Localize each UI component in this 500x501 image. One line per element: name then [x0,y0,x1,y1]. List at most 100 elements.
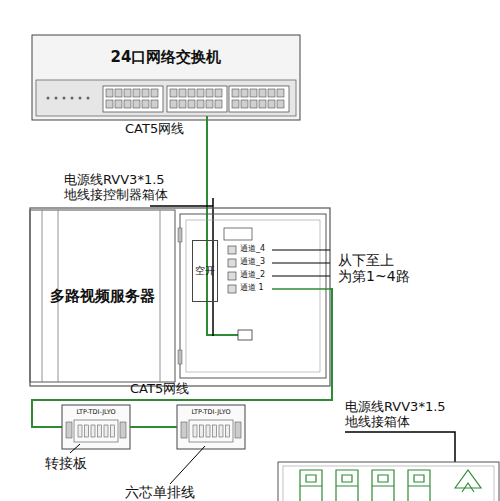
line-shape [70,444,80,453]
rect-shape [228,259,236,267]
adapter-boards [62,405,245,449]
rect-shape [181,422,187,438]
rect-shape [232,89,239,97]
adapter-board: LTP-TDI-JLYO [177,405,245,419]
cat5-wire [207,116,238,335]
rect-shape [85,425,89,437]
g-shape [66,422,241,438]
node-text: 空开 [195,264,215,278]
leader-line [150,205,213,207]
g-shape [300,470,430,501]
path-shape [300,470,322,501]
rect-shape [115,100,122,108]
rect-shape [178,228,182,242]
rect-shape [224,228,252,240]
rect-shape [91,425,95,437]
rect-shape [235,422,241,438]
rect-shape [241,89,248,97]
rect-shape [98,425,102,437]
rect-shape [278,462,499,501]
rect-shape [188,89,195,97]
adapter-board: LTP-TDI-JLYO [62,405,130,419]
rect-shape [228,285,236,293]
rect-shape [106,89,113,97]
rect-shape [74,420,118,442]
part-name: 转接板 [45,455,87,471]
switch-body [32,35,300,120]
switch-ports [47,86,290,112]
line-shape [272,276,330,277]
rect-shape [62,405,130,449]
rect-shape [36,80,296,116]
cable-label: CAT5网线 [125,122,184,137]
rect-shape [111,425,115,437]
channel-name: 通道_3 [240,257,265,266]
cable-label: CAT5网线 [130,382,189,397]
rect-shape [30,208,330,386]
node-text: LTP-TDI-JLYO [191,408,230,416]
rect-shape [283,466,494,501]
rect-shape [115,89,122,97]
rect-shape [103,86,163,112]
channel-name: 通道_2 [240,270,265,279]
path-shape [408,470,430,501]
rect-shape [151,89,158,97]
circle-shape [71,97,74,100]
rect-shape [250,100,257,108]
rect-shape [66,422,72,438]
rect-shape [259,100,266,108]
rect-shape [142,100,149,108]
rect-shape [241,100,248,108]
rect-shape [167,86,227,112]
rect-shape [229,86,289,112]
rect-shape [268,89,275,97]
power-note: 电源线RVV3*1.5 地线接控制器箱体 [64,173,168,203]
channel-name: 通道 1 [240,283,264,292]
rect-shape [206,425,210,437]
rect-shape [277,100,284,108]
rect-shape [32,35,300,120]
part-name: 六芯单排线 [125,484,195,500]
line-shape [272,250,330,251]
path-shape [462,483,474,492]
rect-shape [197,89,204,97]
circle-shape [79,97,82,100]
rect-shape [170,89,177,97]
rect-shape [228,246,236,254]
path-shape [372,470,394,501]
cabinet [30,208,330,386]
rect-shape [268,100,275,108]
rect-shape [215,100,222,108]
video-server-box: 多路视频服务器 [30,210,175,382]
rect-shape [219,425,223,437]
circle-shape [63,97,66,100]
rect-shape [170,100,177,108]
rect-shape [78,425,82,437]
rect-shape [213,425,217,437]
rect-shape [133,100,140,108]
rect-shape [30,210,175,382]
path-shape [455,470,481,488]
rect-shape [250,89,257,97]
rect-shape [189,420,233,442]
rect-shape [186,220,320,372]
rect-shape [232,100,239,108]
rect-shape [215,89,222,97]
rect-shape [200,425,204,437]
rect-shape [179,89,186,97]
circle-shape [55,97,58,100]
rect-shape [177,405,245,449]
line-shape [160,210,161,382]
line-shape [170,446,205,484]
rect-shape [259,89,266,97]
rect-shape [179,100,186,108]
node-text: LTP-TDI-JLYO [76,408,115,416]
line-shape [272,288,330,290]
rect-shape [188,100,195,108]
led-display [278,462,499,501]
rect-shape [104,425,108,437]
rect-shape [238,330,252,340]
rect-shape [133,89,140,97]
rect-shape [226,425,230,437]
rect-shape [151,100,158,108]
